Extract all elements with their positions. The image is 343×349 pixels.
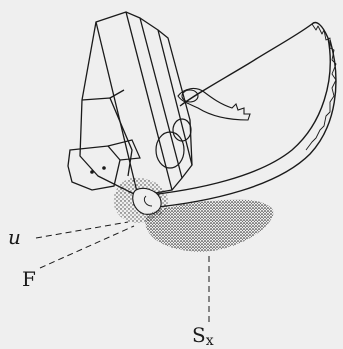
label-sx-subscript: x [206, 333, 214, 349]
abdominal-segments [80, 12, 192, 196]
leader-f [40, 226, 134, 268]
label-u: u [8, 225, 21, 249]
label-f: F [22, 267, 36, 291]
leader-u [36, 222, 128, 238]
label-sx: Sx [192, 323, 214, 349]
label-sx-main: S [192, 323, 206, 347]
